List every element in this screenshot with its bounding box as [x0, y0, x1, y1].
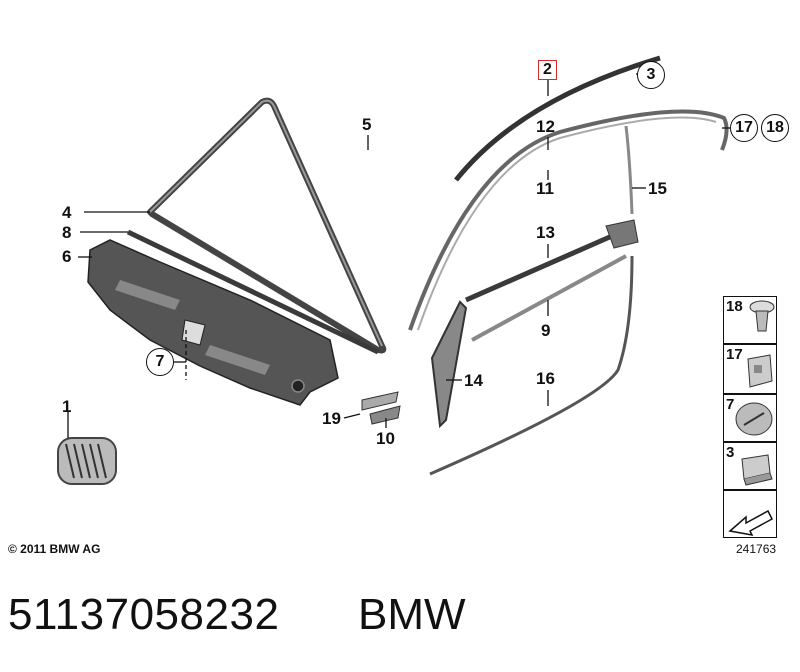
callout-16: 16 [536, 369, 555, 388]
callout-1: 1 [62, 397, 72, 416]
callout-7: 7 [146, 348, 174, 376]
b-pillar-strip [624, 125, 634, 215]
door-seal [429, 255, 634, 476]
callout-12: 12 [536, 117, 555, 136]
kidney-grille [57, 437, 117, 485]
callout-8: 8 [62, 223, 72, 242]
callout-11: 11 [536, 179, 554, 198]
roof-moulding [454, 55, 661, 182]
callout-14: 14 [464, 371, 483, 390]
callout-3: 3 [637, 61, 665, 89]
a-pillar-trim [430, 300, 468, 429]
legend-item-18: 18 [723, 296, 777, 344]
callout-15: 15 [648, 179, 667, 198]
cowl-panel [87, 239, 339, 406]
bracket-clip-icon [741, 454, 773, 486]
window-strip-upper [464, 233, 614, 303]
legend-item-17: 17 [723, 344, 777, 394]
callout-4: 4 [62, 203, 72, 222]
legend-label-17: 17 [726, 346, 743, 363]
callout-2-highlighted: 2 [538, 60, 557, 80]
callout-19: 19 [322, 409, 341, 428]
callout-18: 18 [761, 114, 789, 142]
part-number: 51137058232 [8, 590, 280, 639]
legend-item-arrow [723, 490, 777, 538]
brand-name: BMW [358, 590, 466, 639]
callout-17: 17 [730, 114, 758, 142]
legend-label-18: 18 [726, 298, 743, 315]
window-strip-lower [471, 254, 627, 342]
legend-item-7: 7 [723, 394, 777, 442]
legend-label-7: 7 [726, 396, 735, 413]
callout-9: 9 [541, 321, 551, 340]
lower-seal-strip [126, 229, 380, 355]
diagram-number: 241763 [736, 542, 777, 556]
copyright-notice: © 2011 BMW AG [8, 542, 101, 556]
callout-6: 6 [62, 247, 72, 266]
retainer-clip-icon [747, 354, 773, 388]
legend-item-3: 3 [723, 442, 777, 490]
push-clip-icon [749, 300, 775, 332]
legend-label-3: 3 [726, 444, 735, 461]
mounting-clip [361, 391, 399, 411]
plug-cap-icon [735, 402, 773, 436]
door-frame-seal [408, 109, 729, 331]
callout-5: 5 [362, 115, 372, 134]
callout-10: 10 [376, 429, 395, 448]
callout-13: 13 [536, 223, 555, 242]
moulding-arrow-icon [728, 509, 773, 537]
